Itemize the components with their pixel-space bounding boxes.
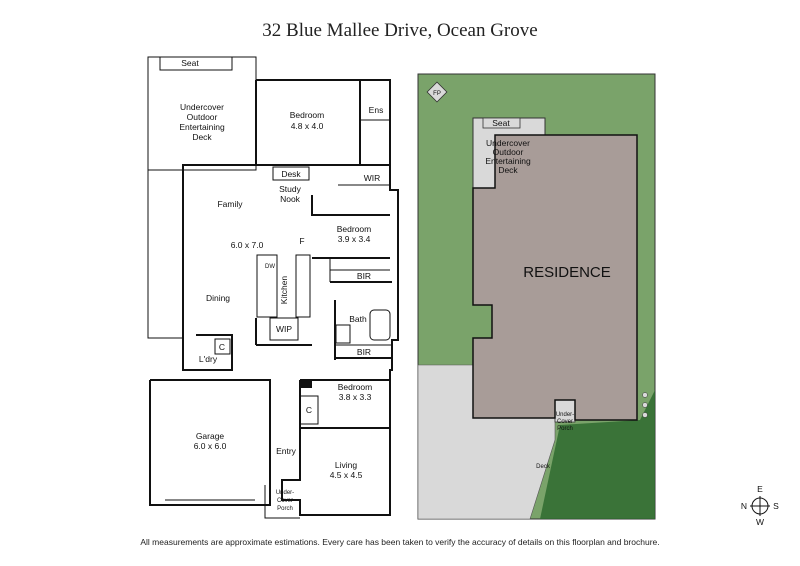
wir-label: WIR [364,173,381,183]
fridge-label: F [299,236,304,246]
bedroom1-label: Bedroom [290,110,325,120]
floor-plan [147,56,399,519]
site-deck-label: Deck [536,464,551,470]
family-label: Family [217,199,243,209]
garden-bed [540,390,655,519]
study-label-2: Nook [280,194,301,204]
garage-walls [149,379,271,506]
outer-wall-north-west [182,80,257,345]
compass-w: W [756,517,764,527]
compass-n: N [741,501,747,511]
bedroom1-size: 4.8 x 4.0 [291,121,324,131]
bath-label: Bath [349,314,367,324]
bedroom3-label: Bedroom [338,382,373,392]
deck-label-2: Outdoor [187,112,218,122]
garage-size: 6.0 x 6.0 [194,441,227,451]
cupboard1-label: C [219,342,225,352]
dining-outline [147,169,184,339]
deck-label-1: Undercover [180,102,224,112]
garage-label: Garage [196,431,225,441]
entry-label: Entry [276,446,297,456]
page-title: 32 Blue Mallee Drive, Ocean Grove [262,20,538,41]
compass-icon [750,496,770,516]
site-plan [417,73,656,520]
living-size: 4.5 x 4.5 [330,470,363,480]
bedroom2-size: 3.9 x 3.4 [338,234,371,244]
site-porch-label-2: Cover [557,419,573,425]
site-deck-label-3: Entertaining [485,156,531,166]
residence-footprint [472,134,638,421]
deck-label-4: Deck [192,132,212,142]
fp-label: FP [433,91,441,97]
site-porch-label-3: Porch [557,426,573,432]
deck-seat-label: Seat [181,58,199,68]
deck-seat [159,56,233,71]
desk-label: Desk [281,169,301,179]
bir2-label: BIR [357,347,371,357]
porch-label-3: Porch [277,506,293,512]
kitchen-label: Kitchen [279,276,289,305]
bedroom3-size: 3.8 x 3.3 [339,392,372,402]
residence-label: RESIDENCE [523,264,611,281]
cupboard2-label: C [306,405,312,415]
site-deck-label-2: Outdoor [493,147,524,157]
living-label: Living [335,460,357,470]
site-deck-label-1: Undercover [486,138,530,148]
outer-wall-east [256,79,399,516]
porch-label-2: Cover [277,498,293,504]
site-deck-label-4: Deck [498,165,518,175]
disclaimer-text: All measurements are approximate estimat… [140,537,660,547]
porch-label-1: Under- [276,490,294,496]
wip-label: WIP [276,324,292,334]
family-size: 6.0 x 7.0 [231,240,264,250]
compass-s: S [773,501,779,511]
deck-label-3: Entertaining [179,122,225,132]
dining-label: Dining [206,293,230,303]
ens-label: Ens [369,105,384,115]
site-seat-label: Seat [492,118,510,128]
compass-e: E [757,484,763,494]
laundry-label: L'dry [199,354,218,364]
dishwasher-label: DW [265,264,275,270]
bedroom2-label: Bedroom [337,224,372,234]
study-label-1: Study [279,184,301,194]
bir1-label: BIR [357,271,371,281]
site-porch-label-1: Under- [556,412,574,418]
